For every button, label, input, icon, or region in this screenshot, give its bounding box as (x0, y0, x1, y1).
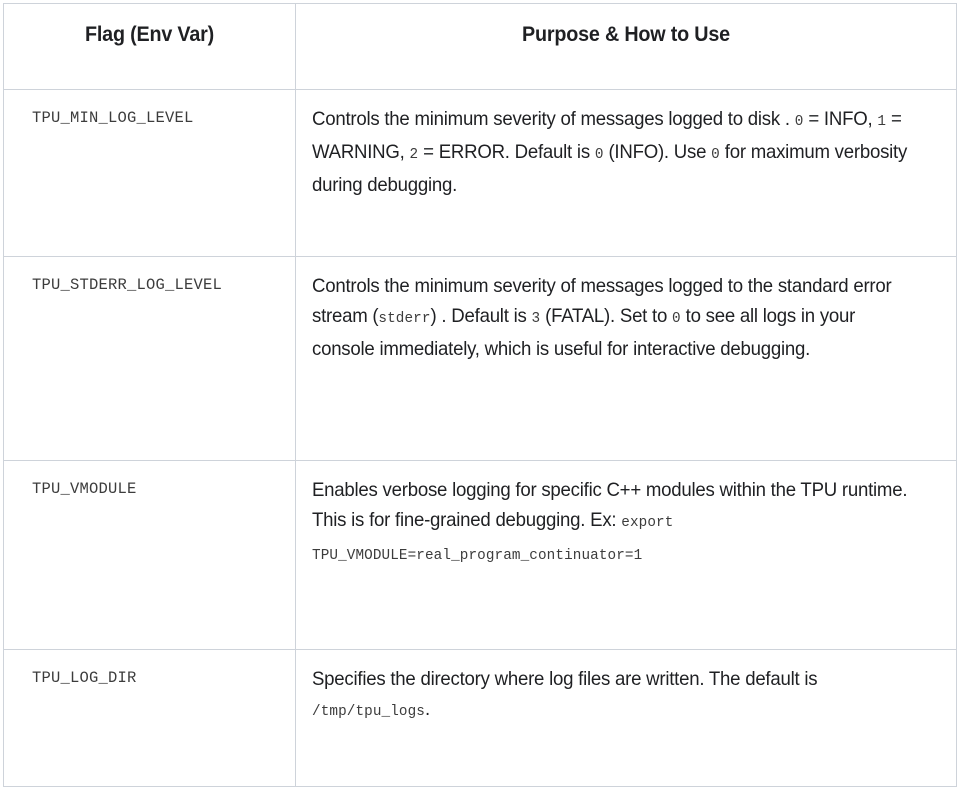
flag-name: TPU_STDERR_LOG_LEVEL (32, 276, 223, 294)
description-cell: Specifies the directory where log files … (295, 649, 957, 787)
column-header-flag: Flag (Env Var) (3, 3, 296, 90)
description-cell: Enables verbose logging for specific C++… (295, 460, 957, 650)
flag-name: TPU_VMODULE (32, 480, 137, 498)
table-row: TPU_STDERR_LOG_LEVEL Controls the minimu… (3, 256, 957, 461)
description-text: Controls the minimum severity of message… (312, 275, 892, 360)
flag-cell: TPU_VMODULE (3, 460, 296, 650)
flag-cell: TPU_MIN_LOG_LEVEL (3, 89, 296, 257)
inline-code: 1 (877, 113, 887, 130)
inline-code: 0 (711, 146, 720, 163)
inline-code: stderr (378, 310, 431, 327)
column-header-purpose-label: Purpose & How to Use (522, 23, 730, 46)
tpu-logging-flags-table: Flag (Env Var) Purpose & How to Use TPU_… (3, 3, 957, 787)
description-cell: Controls the minimum severity of message… (295, 256, 957, 461)
inline-code: 0 (594, 146, 604, 163)
description-text: Specifies the directory where log files … (312, 668, 818, 720)
inline-code: 0 (794, 113, 804, 130)
inline-code: 3 (531, 310, 541, 327)
inline-code: /tmp/tpu_logs (312, 703, 426, 720)
column-header-flag-label: Flag (Env Var) (84, 23, 215, 46)
description-text: Controls the minimum severity of message… (312, 108, 908, 196)
table-header: Flag (Env Var) Purpose & How to Use (3, 3, 957, 90)
description-text: Enables verbose logging for specific C++… (312, 479, 908, 564)
column-header-purpose: Purpose & How to Use (295, 3, 957, 90)
flag-name: TPU_LOG_DIR (32, 669, 137, 687)
description-cell: Controls the minimum severity of message… (295, 89, 957, 257)
table-row: TPU_VMODULE Enables verbose logging for … (3, 460, 957, 650)
inline-code: 0 (672, 310, 681, 327)
flag-cell: TPU_LOG_DIR (3, 649, 296, 787)
table-header-row: Flag (Env Var) Purpose & How to Use (3, 3, 957, 90)
inline-code: 2 (409, 146, 419, 163)
flag-cell: TPU_STDERR_LOG_LEVEL (3, 256, 296, 461)
table-body: TPU_MIN_LOG_LEVEL Controls the minimum s… (3, 89, 957, 787)
page-root: Flag (Env Var) Purpose & How to Use TPU_… (3, 3, 957, 787)
flag-name: TPU_MIN_LOG_LEVEL (32, 109, 194, 127)
inline-code: export TPU_VMODULE=real_program_continua… (312, 514, 683, 564)
table-row: TPU_MIN_LOG_LEVEL Controls the minimum s… (3, 89, 957, 257)
table-row: TPU_LOG_DIR Specifies the directory wher… (3, 649, 957, 787)
